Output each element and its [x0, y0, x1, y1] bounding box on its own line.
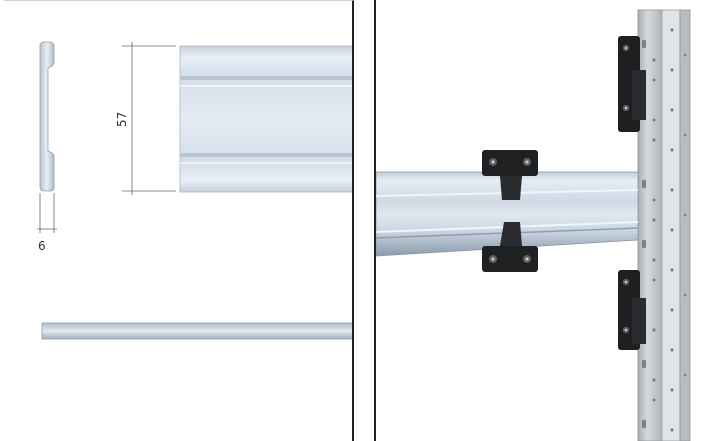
upright-column-flange	[679, 9, 691, 441]
beam-drawing-svg: 6 57	[37, 41, 352, 340]
beam-technical-drawing-panel: 6 57	[4, 0, 354, 441]
beam-profile-section	[39, 41, 55, 192]
beam-lower-groove	[180, 153, 352, 157]
beam-bracket-top	[482, 150, 538, 200]
beam-top-view	[41, 322, 352, 340]
height-dimension-label: 57	[115, 112, 129, 127]
upright-bracket-upper	[618, 36, 646, 132]
beam-front-face	[179, 45, 352, 193]
beam-mounting-render-panel	[374, 0, 708, 441]
upright-bracket-lower	[618, 270, 646, 350]
upright-column-side	[661, 9, 681, 441]
mounting-render-svg	[376, 9, 691, 441]
width-dimension-label: 6	[38, 239, 46, 253]
beam-upper-groove	[180, 76, 352, 80]
beam-bracket-bottom	[482, 222, 538, 272]
